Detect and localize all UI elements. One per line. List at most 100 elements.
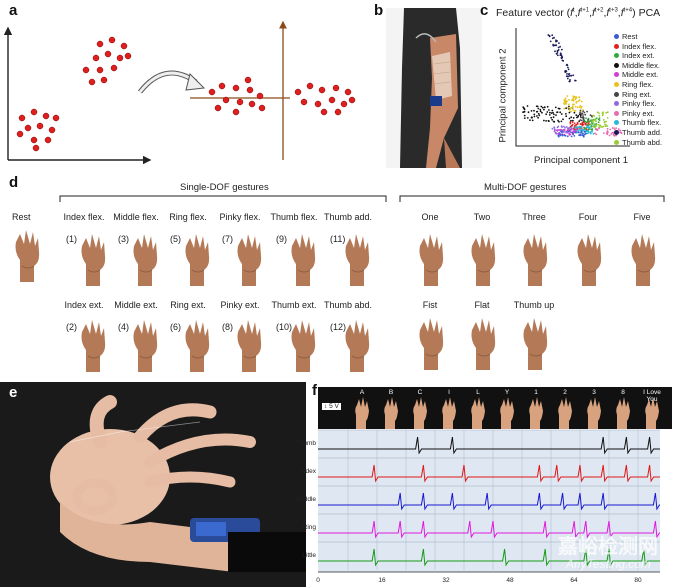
panel-label-e: e	[9, 384, 18, 401]
sign-hand-icon	[645, 397, 659, 429]
pca-point	[567, 75, 570, 78]
sign-label: L	[476, 389, 480, 396]
pca-point	[579, 111, 581, 114]
pca-point	[572, 117, 575, 119]
pca-point	[578, 134, 581, 136]
legend-label: Thumb add.	[622, 128, 663, 137]
pca-legend-item: Thumb add.	[614, 128, 662, 137]
hand-gesture-photo	[345, 234, 370, 286]
gesture-number: (8)	[222, 322, 233, 332]
pca-point	[575, 114, 578, 116]
pca-point	[580, 130, 583, 133]
pca-point	[557, 125, 560, 128]
gesture-number: (12)	[330, 322, 347, 332]
pca-point	[578, 125, 581, 128]
pca-point	[527, 111, 530, 114]
gesture-number: (6)	[170, 322, 181, 332]
legend-marker-icon	[614, 43, 619, 49]
gesture-label: Ring ext.	[170, 300, 206, 310]
sign-photo: 2	[551, 387, 579, 429]
pca-point	[576, 128, 579, 131]
pca-point	[569, 131, 572, 133]
hand-gesture-photo	[237, 320, 262, 372]
pca-point	[591, 120, 593, 123]
channel-label: Index	[300, 468, 317, 475]
pca-point	[565, 126, 568, 128]
sign-photo: I	[435, 387, 463, 429]
gesture-number: (10)	[276, 322, 293, 332]
signal-trace	[318, 492, 660, 511]
pca-point	[602, 111, 604, 114]
sign-hand-icon	[355, 397, 369, 429]
gesture-label: Flat	[474, 300, 490, 310]
pca-point	[554, 106, 557, 109]
hand-gesture-photo	[185, 234, 210, 286]
pca-point	[603, 121, 606, 124]
signal-trace	[318, 436, 660, 455]
pca-point	[589, 114, 592, 116]
pca-point	[547, 119, 550, 122]
pca-point	[560, 120, 563, 123]
pca-point	[537, 116, 539, 119]
pca-point	[584, 132, 587, 135]
pca-legend-item: Pinky ext.	[614, 109, 655, 118]
legend-label: Thumb abd.	[622, 137, 663, 147]
pca-point	[572, 95, 575, 97]
pca-point	[555, 132, 557, 135]
gesture-label: Thumb abd.	[323, 300, 373, 310]
pca-point	[582, 110, 584, 113]
gesture-label: Thumb up	[513, 300, 555, 310]
pca-point	[523, 107, 525, 110]
hand-gesture-photo	[291, 320, 316, 372]
panel-label-b: b	[374, 2, 384, 19]
pca-point	[610, 133, 613, 135]
pca-point	[572, 130, 575, 133]
pca-point	[549, 111, 551, 114]
pca-point	[575, 97, 577, 100]
pca-legend-item: Middle flex.	[614, 61, 660, 70]
glove-photo: e	[0, 382, 306, 587]
pca-point	[561, 133, 564, 136]
pca-point	[543, 106, 546, 109]
pca-point	[551, 118, 554, 121]
sign-hand-icon	[442, 397, 456, 429]
arm-sensor-photo	[386, 8, 482, 168]
sign-hand-icon	[500, 397, 514, 429]
pca-legend-item: Thumb abd.	[614, 138, 662, 147]
gesture-label: One	[421, 212, 439, 222]
gesture-label: Three	[522, 212, 546, 222]
pca-point	[526, 105, 529, 107]
pca-point	[557, 46, 560, 49]
hand-gesture-photo	[237, 234, 262, 286]
pca-point	[581, 122, 584, 124]
pca-point	[556, 111, 559, 113]
pca-point	[546, 111, 549, 113]
legend-marker-icon	[614, 72, 619, 78]
gesture-label: Four	[578, 212, 598, 222]
pca-point	[572, 74, 575, 77]
pca-point	[576, 106, 579, 109]
pca-point	[582, 118, 585, 121]
gesture-label: Index ext.	[64, 300, 104, 310]
pca-point	[563, 103, 566, 105]
pca-point	[553, 126, 556, 129]
hand-gesture-photo	[133, 234, 158, 286]
pca-point	[568, 75, 571, 77]
panel-a-scatter-schematic	[3, 20, 290, 165]
pca-point	[564, 134, 567, 137]
x-tick-label: 32	[442, 577, 450, 584]
pca-point	[595, 120, 597, 123]
gesture-label: Pinky ext.	[220, 300, 260, 310]
sign-label: 3	[592, 389, 596, 396]
legend-label: Middle flex.	[622, 60, 660, 70]
pca-point	[584, 120, 587, 123]
pca-point	[561, 129, 564, 131]
pca-point	[561, 131, 563, 134]
pca-legend-item: Pinky flex.	[614, 99, 656, 108]
pca-point	[553, 120, 556, 123]
pca-point	[558, 120, 560, 123]
channel-label: Ring	[303, 524, 317, 531]
pca-point	[566, 95, 569, 97]
sign-label: I Love You	[643, 389, 661, 403]
pca-point	[552, 111, 554, 114]
